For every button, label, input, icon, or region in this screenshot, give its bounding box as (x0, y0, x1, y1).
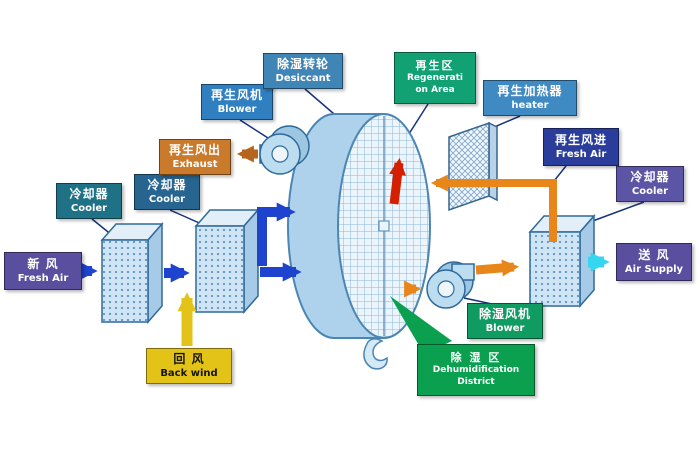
arrow-dehum-blower-to-cooler3 (475, 259, 520, 277)
label-fresh-air-inlet: 新 风 Fresh Air (4, 252, 82, 290)
label-air-supply: 送 风 Air Supply (616, 243, 692, 281)
pointer-regen-fresh-air (553, 165, 567, 182)
label-fresh-air-inlet-zh: 新 风 (27, 256, 59, 271)
label-fresh-air-inlet-en: Fresh Air (17, 273, 69, 285)
label-regen-fresh-air: 再生风进 Fresh Air (543, 128, 619, 166)
label-cooler-3-zh: 冷却器 (630, 169, 670, 184)
wheel-hub (378, 220, 390, 232)
label-regen-fresh-air-en: Fresh Air (555, 149, 607, 161)
label-regen-blower: 再生风机 Blower (201, 84, 273, 120)
label-exhaust-en: Exhaust (172, 159, 218, 171)
label-cooler-2-zh: 冷却器 (147, 177, 187, 192)
label-cooler-3: 冷却器 Cooler (616, 166, 684, 202)
label-dehum-blower-en: Blower (485, 323, 525, 335)
heater-unit (448, 121, 498, 212)
label-regeneration-area-en2: on Area (415, 85, 455, 96)
label-exhaust: 再生风出 Exhaust (159, 139, 231, 175)
label-exhaust-zh: 再生风出 (168, 142, 221, 157)
label-dehum-district-en1: Dehumidification (432, 365, 520, 376)
label-desiccant-wheel-en: Desiccant (275, 73, 331, 85)
label-dehum-district-en2: District (457, 377, 495, 388)
cooler-unit-2 (194, 208, 260, 314)
dehum-blower-unit (426, 261, 475, 309)
cooler-unit-1 (100, 222, 164, 324)
label-regen-heater-en: heater (511, 100, 549, 112)
label-regeneration-area-zh: 再生区 (415, 59, 455, 73)
label-regeneration-area-en1: Regenerati (407, 73, 463, 84)
label-regeneration-area: 再生区 Regenerati on Area (394, 52, 476, 104)
dehum-district-pointer-triangle (390, 296, 452, 354)
cooler-unit-3 (528, 214, 596, 308)
regen-blower-unit (259, 125, 310, 175)
label-dehum-district: 除 湿 区 Dehumidification District (417, 344, 535, 396)
label-air-supply-zh: 送 风 (638, 247, 670, 262)
label-cooler-2: 冷却器 Cooler (134, 174, 200, 210)
process-air-arrows (78, 202, 302, 283)
label-back-wind-en: Back wind (160, 368, 218, 380)
pointer-cooler-3 (589, 201, 645, 223)
label-desiccant-wheel: 除湿转轮 Desiccant (263, 53, 343, 89)
pointer-regen-blower (239, 119, 269, 139)
label-cooler-1: 冷却器 Cooler (56, 183, 122, 219)
label-regen-heater: 再生加热器 heater (483, 80, 577, 116)
label-regen-blower-zh: 再生风机 (210, 87, 263, 102)
label-back-wind: 回 风 Back wind (146, 348, 232, 384)
arrow-cooler2-to-wheel-high (257, 202, 296, 266)
label-air-supply-en: Air Supply (624, 264, 684, 276)
label-cooler-2-en: Cooler (148, 194, 186, 206)
ribbon-decoration (363, 338, 388, 370)
label-cooler-1-en: Cooler (70, 203, 108, 215)
label-dehum-blower: 除湿风机 Blower (467, 303, 543, 339)
label-cooler-1-zh: 冷却器 (69, 186, 109, 201)
label-dehum-blower-zh: 除湿风机 (478, 306, 531, 321)
desiccant-wheel (287, 113, 431, 339)
label-cooler-3-en: Cooler (631, 186, 669, 198)
label-dehum-district-zh: 除 湿 区 (450, 351, 502, 365)
label-regen-blower-en: Blower (217, 104, 257, 116)
arrow-regen-air-to-wheel (430, 174, 557, 242)
label-regen-heater-zh: 再生加热器 (497, 83, 563, 98)
arrow-regen-zone-up (389, 157, 406, 205)
label-desiccant-wheel-zh: 除湿转轮 (276, 56, 329, 71)
label-back-wind-zh: 回 风 (173, 351, 205, 366)
label-regen-fresh-air-zh: 再生风进 (554, 132, 607, 147)
